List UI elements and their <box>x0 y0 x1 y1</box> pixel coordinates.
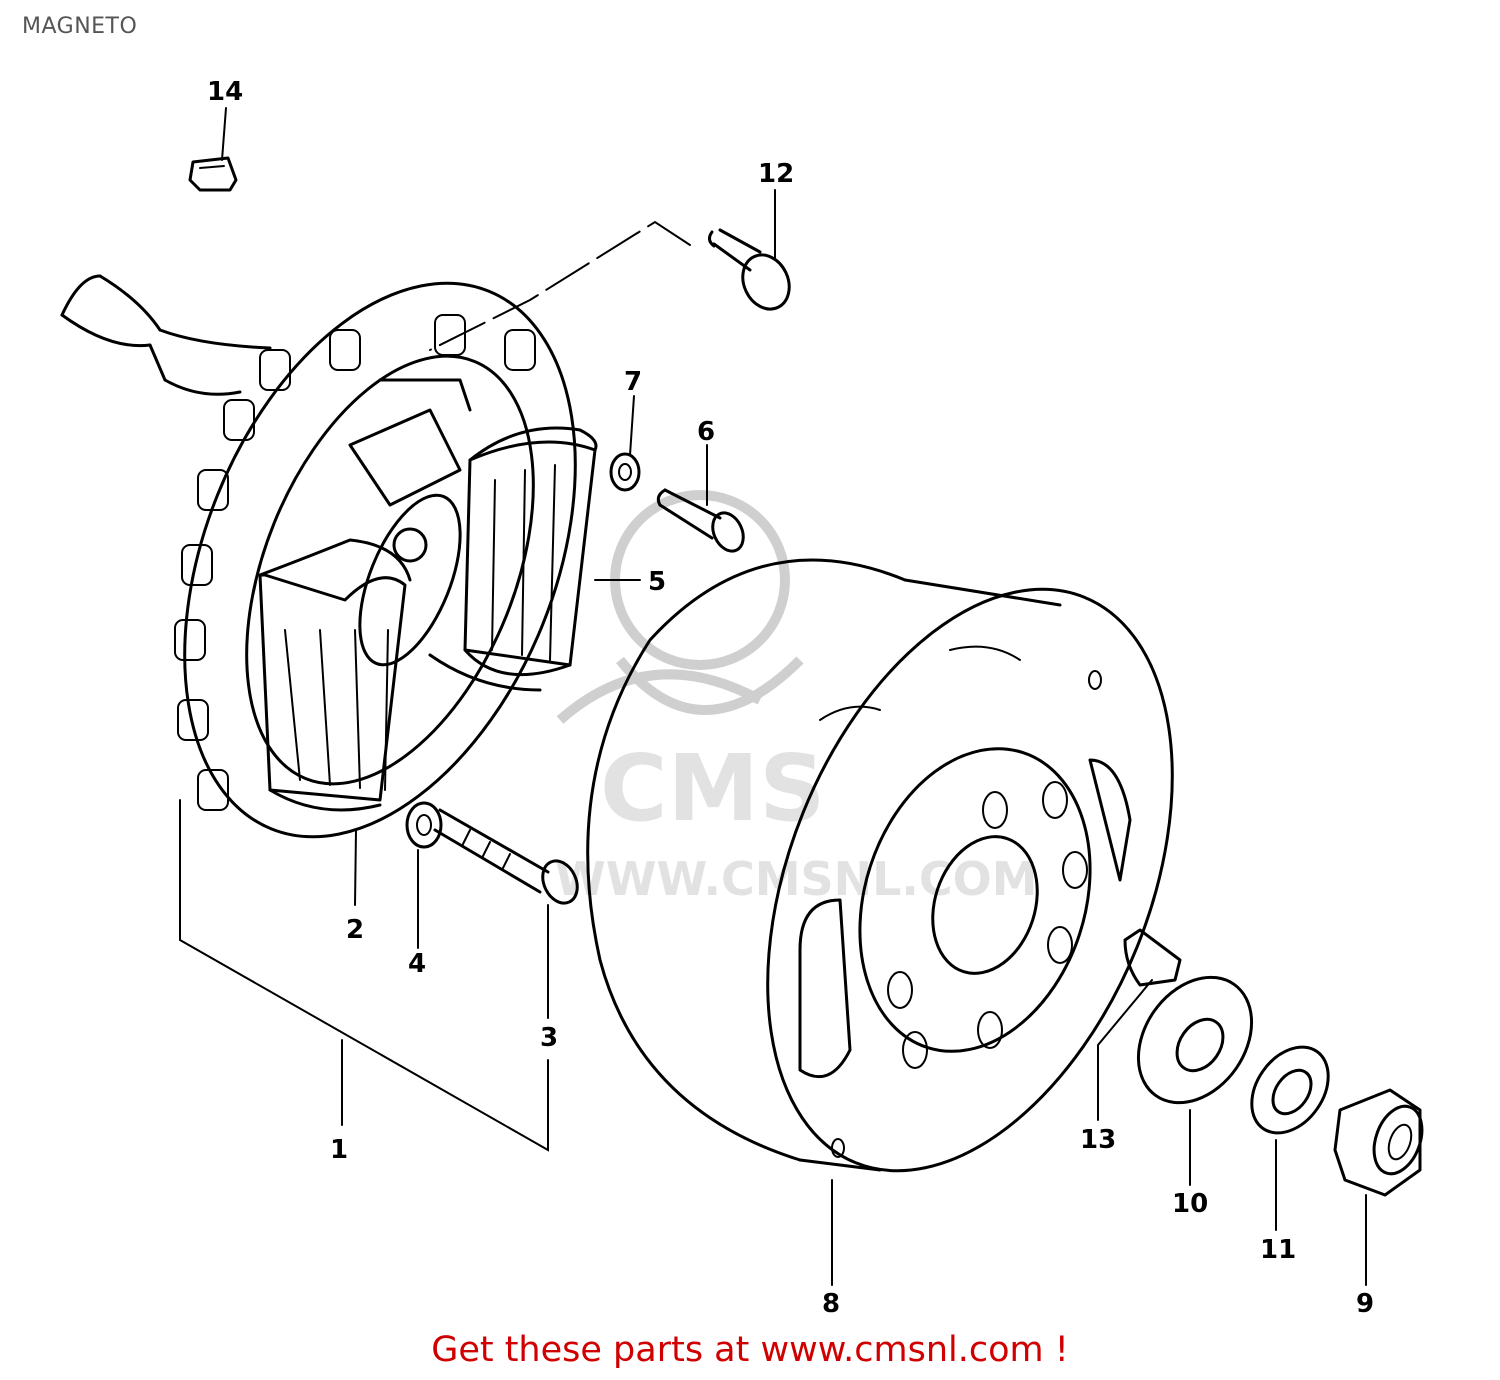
label-3: 3 <box>540 1023 558 1053</box>
label-1: 1 <box>330 1135 348 1165</box>
footer-link-text[interactable]: Get these parts at www.cmsnl.com ! <box>431 1330 1069 1370</box>
page-title: MAGNETO <box>22 14 138 39</box>
part-10-washer <box>1136 975 1254 1105</box>
watermark-logo-text: CMS <box>600 735 825 842</box>
label-8: 8 <box>822 1289 840 1319</box>
label-12: 12 <box>758 159 794 189</box>
part-6-screw <box>656 488 745 553</box>
label-10: 10 <box>1172 1189 1208 1219</box>
label-11: 11 <box>1260 1235 1296 1265</box>
part-labels: 14 12 7 6 5 2 4 3 1 13 10 11 8 9 <box>207 77 1374 1319</box>
wire-harness <box>60 274 272 396</box>
label-6: 6 <box>697 417 715 447</box>
part-5-coil <box>463 426 598 677</box>
contact-breaker-assembly <box>348 378 542 692</box>
part-4-washer <box>405 801 443 849</box>
part-7-washer <box>609 452 641 492</box>
part-8-flywheel <box>586 558 1174 1173</box>
part-12-screw <box>707 228 791 311</box>
part-9-nut <box>1333 1088 1424 1197</box>
part-11-lock-washer <box>1250 1045 1330 1135</box>
label-14: 14 <box>207 77 243 107</box>
label-9: 9 <box>1356 1289 1374 1319</box>
part-1-stator-plate <box>174 281 577 839</box>
part-13-key <box>1123 928 1182 987</box>
watermark-site-text: WWW.CMSNL.COM <box>555 852 1038 906</box>
label-7: 7 <box>624 367 642 397</box>
cms-watermark: CMS WWW.CMSNL.COM <box>555 490 1038 906</box>
label-13: 13 <box>1080 1125 1116 1155</box>
part-2-coil <box>258 538 412 812</box>
label-5: 5 <box>648 567 666 597</box>
label-2: 2 <box>346 915 364 945</box>
label-4: 4 <box>408 949 426 979</box>
leader-lines <box>179 107 1367 1286</box>
part-14-grommet <box>188 156 238 192</box>
part-3-screw <box>433 808 579 905</box>
